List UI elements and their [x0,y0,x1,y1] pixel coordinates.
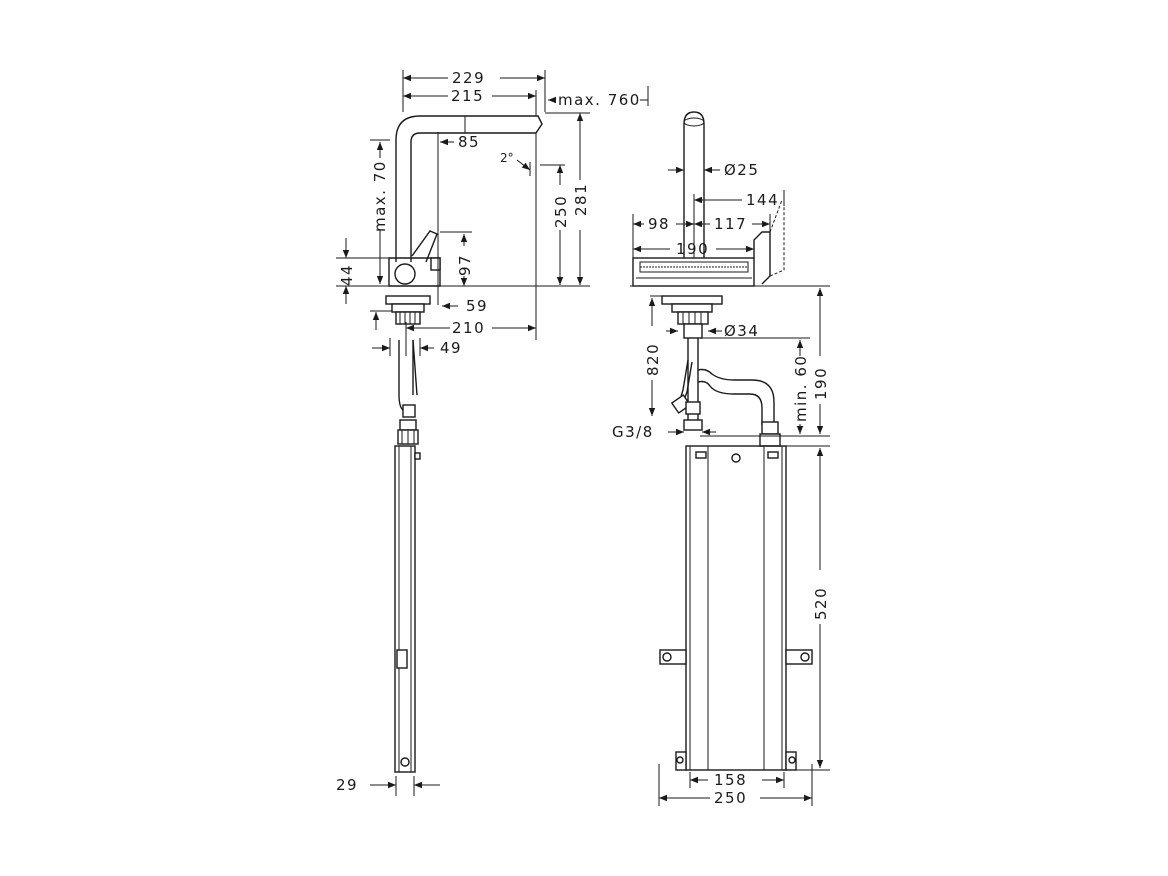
dim-190-right: 190 [812,367,830,400]
dim-215: 215 [451,87,484,105]
dim-g3-8: G3/8 [612,423,654,441]
dim-250-side: 250 [552,195,570,228]
dim-190-top: 190 [676,240,709,258]
faucet-side-outline [385,115,543,773]
front-dimension-lines [632,166,830,806]
dim-117: 117 [714,215,747,233]
dim-dia-34: Ø34 [724,322,759,340]
dim-max-70: max. 70 [371,160,389,232]
dim-44: 44 [338,264,356,286]
dim-520: 520 [812,587,830,620]
dim-210: 210 [452,319,485,337]
dim-97: 97 [456,254,474,276]
dim-max-760: max. 760 [558,91,641,109]
dim-98: 98 [648,215,670,233]
dim-250-front: 250 [714,789,747,807]
dim-229: 229 [452,69,485,87]
dim-29: 29 [336,776,358,794]
dim-85: 85 [458,133,480,151]
dim-144: 144 [746,191,779,209]
dim-820: 820 [644,343,662,376]
dim-angle-2: 2° [500,151,514,165]
dim-min-60: min. 60 [792,355,810,422]
dim-49: 49 [440,339,462,357]
dim-dia-25: Ø25 [724,161,759,179]
dim-59: 59 [466,297,488,315]
side-dimension-labels: 229 215 max. 760 85 2° max. 70 250 281 4… [336,69,641,794]
front-dimension-labels: Ø25 144 98 117 190 Ø34 820 min. 60 190 G… [612,161,830,807]
dim-158: 158 [714,771,747,789]
front-view: Ø25 144 98 117 190 Ø34 820 min. 60 190 G… [612,111,830,807]
side-dimension-lines [336,70,649,796]
faucet-front-outline [630,111,830,771]
dim-281: 281 [572,183,590,216]
side-view: 229 215 max. 760 85 2° max. 70 250 281 4… [336,69,649,796]
